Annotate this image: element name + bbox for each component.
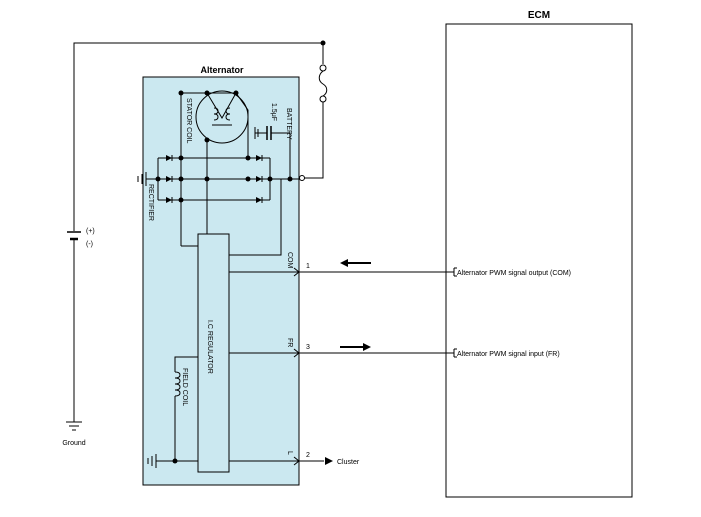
rectifier: RECTIFIER [137, 155, 293, 221]
fr-signal-line: FR 3 Alternator PWM signal input (FR) [229, 338, 560, 358]
battery-icon [67, 231, 81, 241]
fr-pin-label: 3 [306, 344, 310, 351]
regulator-ground-icon [147, 454, 157, 468]
battery-plus-label: (+) [86, 228, 95, 235]
fuse-icon [318, 64, 328, 103]
battery-terminal-label: BATTERY [285, 108, 292, 140]
external-battery-circuit: (+) (-) Ground [62, 40, 328, 447]
cluster-label: Cluster [337, 459, 360, 466]
com-signal-line: COM 1 Alternator PWM signal output (COM) [229, 252, 571, 277]
ground-icon [66, 421, 82, 431]
alternator-box [142, 76, 300, 486]
stator-coil: STATOR COIL [178, 90, 249, 246]
field-coil: FIELD COIL [174, 356, 198, 461]
com-signal-label: Alternator PWM signal output (COM) [457, 270, 571, 277]
fr-terminal-label: FR [286, 338, 293, 347]
rectifier-ground-icon [137, 172, 147, 186]
ecm-title: ECM [528, 10, 550, 21]
capacitor-label: 1.5μF [270, 103, 277, 121]
com-pin-label: 1 [306, 263, 310, 270]
field-coil-label: FIELD COIL [181, 368, 188, 406]
ground-label: Ground [62, 440, 85, 447]
fr-signal-label: Alternator PWM signal input (FR) [457, 351, 560, 358]
capacitor: 1.5μF BATTERY [254, 103, 292, 179]
cluster-arrow-icon [325, 457, 333, 465]
alternator-title: Alternator [200, 65, 244, 75]
arrow-right-icon [363, 343, 371, 351]
capacitor-ground-icon [254, 127, 259, 139]
ic-regulator-label: I.C REGULATOR [206, 320, 213, 374]
stator-coil-label: STATOR COIL [185, 98, 192, 144]
ecm-box [445, 23, 633, 498]
arrow-left-icon [340, 259, 348, 267]
l-signal-line: L 2 Cluster [229, 451, 360, 466]
com-terminal-label: COM [286, 252, 293, 269]
rectifier-label: RECTIFIER [147, 184, 154, 221]
l-terminal-label: L [286, 451, 293, 455]
l-pin-label: 2 [306, 452, 310, 459]
battery-minus-label: (-) [86, 241, 93, 248]
